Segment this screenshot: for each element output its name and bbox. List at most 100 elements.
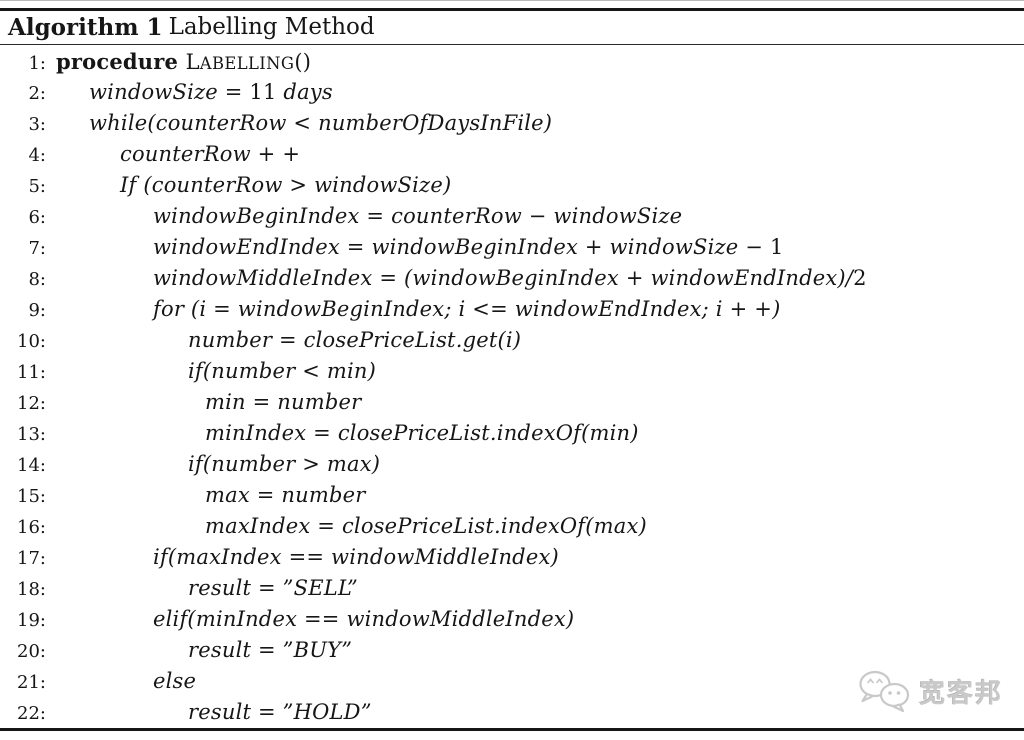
text-segment: result = ”SELL”	[188, 576, 358, 600]
line-statement: windowBeginIndex = counterRow − windowSi…	[153, 201, 682, 232]
line-number: 18:	[17, 579, 46, 600]
line-statement: max = number	[205, 480, 366, 511]
algorithm-line: 19: elif(minIndex == windowMiddleIndex)	[0, 604, 1024, 635]
algorithm-line: 2: windowSize = 11 days	[0, 77, 1024, 108]
text-segment: elif(minIndex == windowMiddleIndex)	[153, 607, 575, 631]
line-statement: windowSize = 11 days	[89, 77, 333, 108]
text-segment: If (counterRow > windowSize)	[120, 173, 452, 197]
line-number: 4:	[28, 145, 46, 166]
top-rule	[0, 8, 1024, 11]
line-statement: while(counterRow < numberOfDaysInFile)	[89, 108, 552, 139]
line-number: 21:	[17, 672, 46, 693]
algorithm-line: 21: else	[0, 666, 1024, 697]
watermark-text: 宽客邦	[919, 678, 1004, 709]
line-statement: result = ”HOLD”	[188, 697, 372, 728]
algorithm-line: 6:windowBeginIndex = counterRow − window…	[0, 201, 1024, 232]
algorithm-line: 10: number = closePriceList.get(i)	[0, 325, 1024, 356]
line-number: 22:	[17, 703, 46, 724]
text-segment: windowBeginIndex = counterRow − windowSi…	[153, 204, 683, 228]
text-segment: windowMiddleIndex = (windowBeginIndex + …	[153, 266, 854, 290]
line-statement: number = closePriceList.get(i)	[188, 325, 521, 356]
line-statement: maxIndex = closePriceList.indexOf(max)	[205, 511, 647, 542]
text-segment: 11	[249, 80, 277, 104]
algorithm-line: 11: if(number < min)	[0, 356, 1024, 387]
line-number: 17:	[17, 548, 46, 569]
line-statement: procedure LABELLING()	[56, 46, 311, 79]
line-statement: if(maxIndex == windowMiddleIndex)	[153, 542, 559, 573]
left-bubble-eye-right	[876, 678, 883, 684]
line-statement: minIndex = closePriceList.indexOf(min)	[205, 418, 639, 449]
text-segment: min = number	[205, 390, 362, 414]
text-segment: result = ”HOLD”	[188, 700, 372, 724]
text-segment: maxIndex = closePriceList.indexOf(max)	[205, 514, 647, 538]
top-edge-line	[0, 0, 1024, 1]
text-segment: max = number	[205, 483, 366, 507]
text-segment: windowEndIndex = windowBeginIndex + wind…	[153, 235, 770, 259]
text-segment: 1	[769, 235, 784, 259]
algorithm-line: 20: result = ”BUY”	[0, 635, 1024, 666]
line-number: 9:	[28, 300, 46, 321]
line-number: 8:	[28, 269, 46, 290]
algorithm-line: 4: counterRow + +	[0, 139, 1024, 170]
text-segment: result = ”BUY”	[188, 638, 353, 662]
smallcaps-initial: L	[185, 50, 200, 74]
line-number: 19:	[17, 610, 46, 631]
line-statement: windowEndIndex = windowBeginIndex + wind…	[153, 232, 784, 263]
line-statement: counterRow + +	[120, 139, 300, 170]
algorithm-body: 1:procedure LABELLING()2:windowSize = 11…	[0, 45, 1024, 728]
algorithm-line: 14: if(number > max)	[0, 449, 1024, 480]
line-statement: result = ”BUY”	[188, 635, 352, 666]
text-segment: number = closePriceList.get(i)	[188, 328, 522, 352]
text-segment: windowSize =	[89, 80, 250, 104]
line-statement: result = ”SELL”	[188, 573, 358, 604]
line-number: 16:	[17, 517, 46, 538]
line-number: 3:	[28, 114, 46, 135]
line-statement: windowMiddleIndex = (windowBeginIndex + …	[153, 263, 867, 294]
text-segment: else	[153, 669, 197, 693]
text-segment: counterRow + +	[120, 142, 301, 166]
text-segment: 2	[853, 266, 867, 290]
line-number: 11:	[17, 362, 46, 383]
text-segment: if(number > max)	[188, 452, 381, 476]
line-number: 13:	[17, 424, 46, 445]
line-statement: if(number < min)	[188, 356, 376, 387]
algorithm-line: 3: while(counterRow < numberOfDaysInFile)	[0, 108, 1024, 139]
algorithm-line: 17: if(maxIndex == windowMiddleIndex)	[0, 542, 1024, 573]
algorithm-line: 12: min = number	[0, 387, 1024, 418]
line-statement: else	[153, 666, 196, 697]
algorithm-line: 22: result = ”HOLD”	[0, 697, 1024, 728]
right-bubble-eye-right	[896, 691, 901, 695]
text-segment: while(counterRow < numberOfDaysInFile)	[89, 111, 553, 135]
line-number: 12:	[17, 393, 46, 414]
algorithm-line: 8: windowMiddleIndex = (windowBeginIndex …	[0, 263, 1024, 294]
text-segment: ()	[294, 50, 312, 74]
text-segment: Labelling Method	[168, 14, 375, 40]
line-number: 2:	[28, 83, 46, 104]
line-number: 14:	[17, 455, 46, 476]
line-number: 5:	[28, 176, 46, 197]
line-statement: min = number	[205, 387, 361, 418]
text-segment: procedure	[56, 49, 186, 74]
text-segment: days	[276, 80, 333, 104]
right-bubble-eye-left	[888, 691, 892, 695]
watermark: 宽客邦	[858, 668, 1018, 714]
text-segment: minIndex = closePriceList.indexOf(min)	[205, 421, 639, 445]
line-statement: if(number > max)	[188, 449, 380, 480]
algorithm-line: 16: maxIndex = closePriceList.indexOf(max…	[0, 511, 1024, 542]
line-number: 1:	[28, 53, 46, 74]
line-statement: elif(minIndex == windowMiddleIndex)	[153, 604, 574, 635]
text-segment: if(maxIndex == windowMiddleIndex)	[153, 545, 559, 569]
algorithm-line: 15:max = number	[0, 480, 1024, 511]
wechat-icon	[859, 670, 910, 713]
line-number: 20:	[17, 641, 46, 662]
text-segment: for (i = windowBeginIndex; i <= windowEn…	[153, 297, 781, 321]
algorithm-line: 13: minIndex = closePriceList.indexOf(min…	[0, 418, 1024, 449]
algorithm-line: 7:windowEndIndex = windowBeginIndex + wi…	[0, 232, 1024, 263]
smallcaps-rest: ABELLING	[199, 54, 295, 73]
algorithm-line: 9: for (i = windowBeginIndex; i <= window…	[0, 294, 1024, 325]
line-number: 10:	[17, 331, 46, 352]
line-statement: for (i = windowBeginIndex; i <= windowEn…	[153, 294, 780, 325]
bottom-rule	[0, 728, 1024, 731]
